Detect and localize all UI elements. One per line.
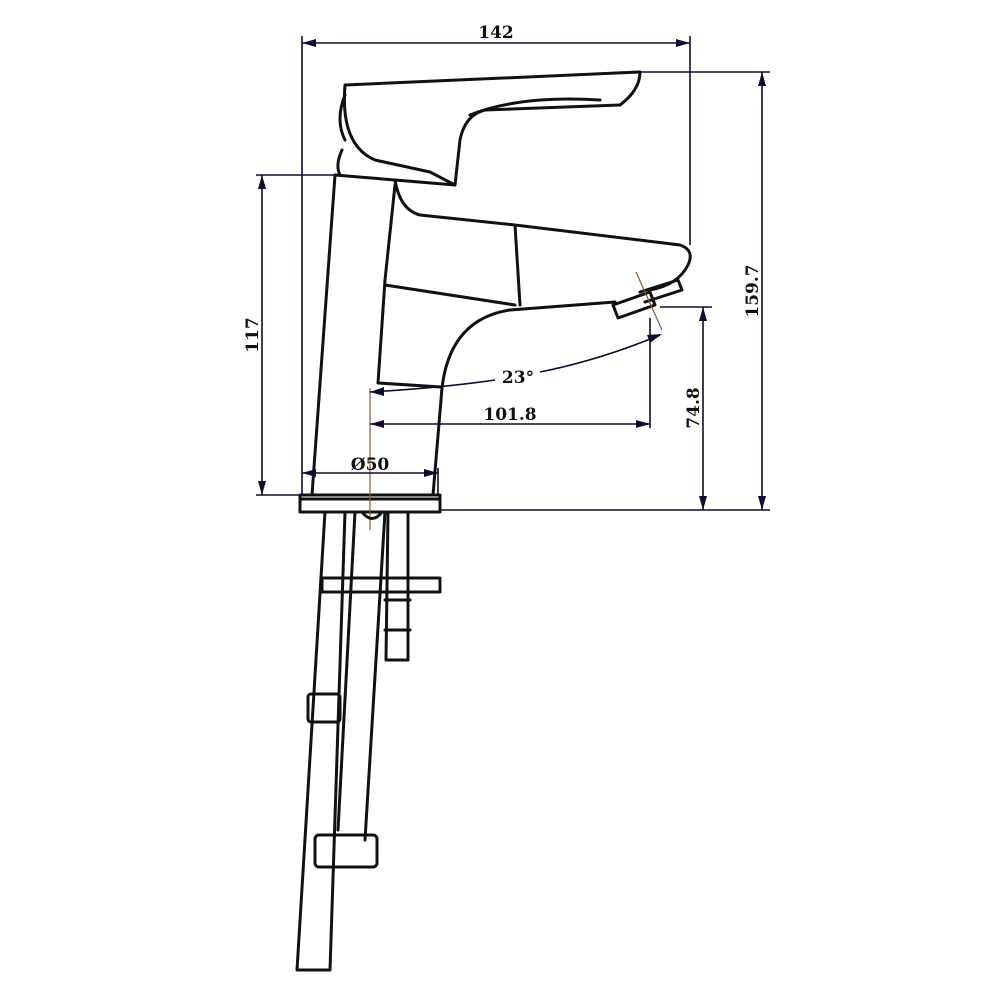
rod-nut [383, 598, 412, 632]
label-base-diameter: Ø50 [351, 455, 390, 475]
dim-74-lines [660, 306, 712, 510]
spout-underside [431, 300, 617, 497]
label-outlet-height: 74.8 [684, 387, 704, 428]
flexible-hose-right [336, 510, 387, 842]
body-seam [383, 283, 517, 307]
body-left-edge [310, 173, 337, 497]
spout-top [393, 178, 692, 292]
label-spout-reach: 101.8 [483, 405, 536, 425]
dim-diameter-lines [302, 468, 439, 495]
dim-159-lines [440, 71, 770, 511]
aerator [611, 278, 684, 320]
hose-clip [306, 692, 342, 724]
threaded-rod [384, 510, 410, 662]
body-shoulder [376, 183, 443, 389]
outlet-axis [635, 271, 663, 331]
dim-diameter-arrows [302, 469, 438, 477]
label-spout-angle: 23° [502, 368, 534, 388]
dimension-lines [256, 36, 770, 511]
lever-highlight [468, 97, 602, 117]
dim-117-lines [256, 174, 335, 496]
lever-handle [342, 70, 642, 187]
dim-142-lines [301, 36, 691, 496]
hose-nut [313, 833, 379, 869]
dim-angle-arc [369, 334, 661, 393]
hoses-and-fixings [295, 510, 442, 972]
spout-seam [513, 223, 522, 307]
label-body-height: 117 [243, 317, 263, 353]
faucet-outline [298, 70, 692, 530]
flexible-hose-left [295, 510, 347, 972]
cartridge-cap [336, 93, 347, 177]
label-overall-height: 159.7 [743, 264, 763, 317]
fixing-plate [320, 576, 442, 594]
label-overall-width: 142 [478, 23, 514, 43]
